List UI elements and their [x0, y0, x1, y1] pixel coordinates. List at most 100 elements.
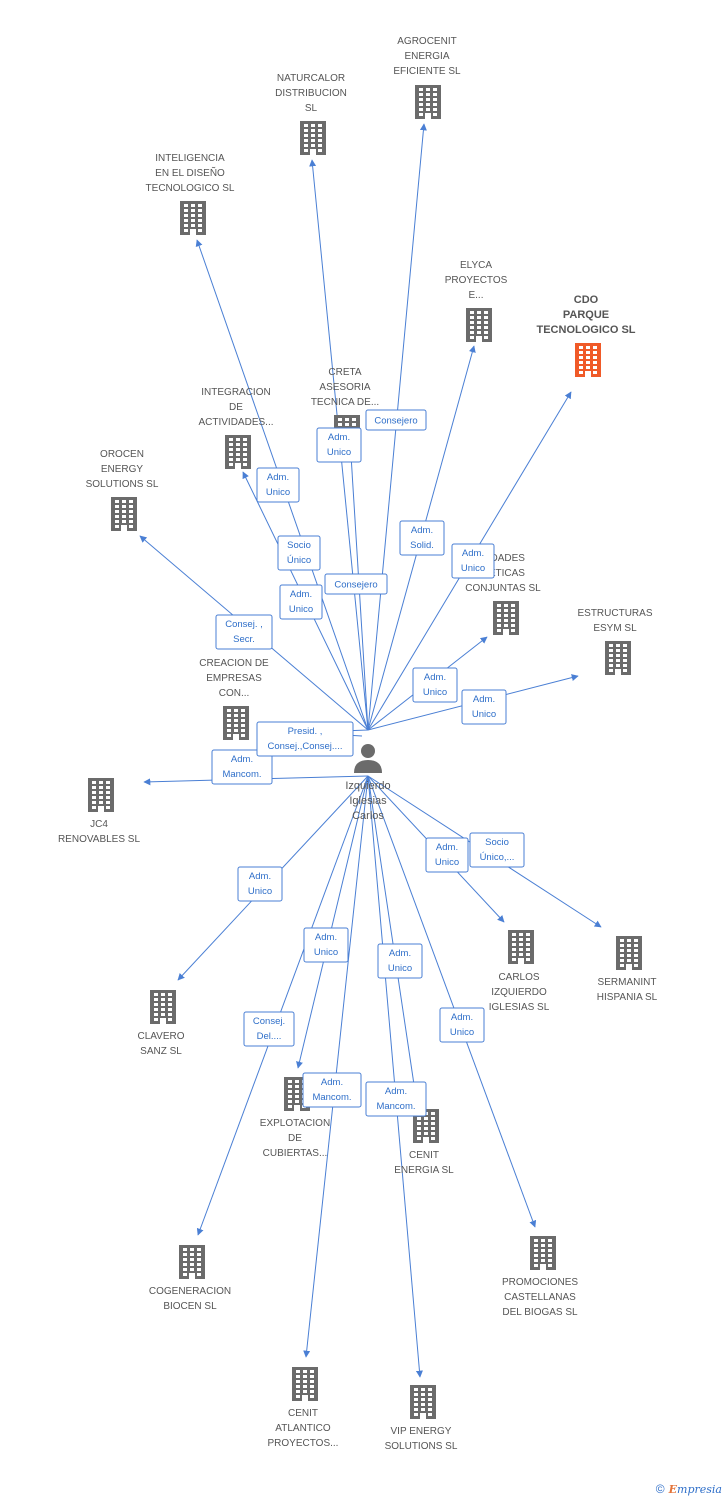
building-icon: [493, 601, 519, 635]
relation-label-box: [365, 409, 427, 431]
relation-label-carlos[interactable]: Adm.Unico: [425, 837, 469, 873]
building-icon: [150, 990, 176, 1024]
relation-label-estructuras[interactable]: Adm. Unico: [461, 689, 507, 725]
relation-label-orocen[interactable]: Consej. ,Secr.: [215, 614, 273, 650]
relation-role: Consejero: [374, 416, 417, 427]
relation-role-line: Unico: [472, 709, 496, 720]
company-name-line: RENOVABLES SL: [58, 834, 141, 845]
relation-label-promociones[interactable]: Adm.Unico: [439, 1007, 485, 1043]
relation-role-line: Adm.: [315, 932, 337, 943]
company-name-line: IGLESIAS SL: [489, 1002, 550, 1013]
relation-label-actividades[interactable]: Adm.Unico: [412, 667, 458, 703]
relation-label-cogeneracion[interactable]: Consej.Del....: [243, 1011, 295, 1047]
relation-label-presid[interactable]: Presid. ,Consej.,Consej....: [256, 721, 354, 757]
relation-label-creacion[interactable]: Adm.Unico: [279, 584, 323, 620]
relation-role: Adm. Unico: [472, 694, 496, 720]
relation-role: Adm.Unico: [450, 1012, 474, 1038]
relation-role-line: Adm.: [462, 548, 484, 559]
relation-label-agrocenit[interactable]: Consejero: [365, 409, 427, 431]
company-name-line: BIOCEN SL: [163, 1301, 217, 1312]
company-name-line: EFICIENTE SL: [393, 66, 461, 77]
relation-label-jc4[interactable]: Adm.Mancom.: [211, 749, 273, 785]
relation-role-line: Adm.: [385, 1086, 407, 1097]
company-name-line: JC4: [90, 819, 108, 830]
edge-promociones: [367, 775, 537, 1228]
relation-label-cdo[interactable]: Adm.Unico: [451, 543, 495, 579]
relation-label-box: [211, 749, 273, 785]
relation-label-creta[interactable]: Consejero: [324, 573, 388, 595]
relation-label-clavero[interactable]: Adm.Unico: [237, 866, 283, 902]
relation-role: Presid. ,Consej.,Consej....: [268, 726, 343, 752]
footer-brand[interactable]: ©Empresia: [656, 1482, 722, 1496]
company-name-line: ESTRUCTURAS: [577, 608, 652, 619]
relation-label-box: [316, 427, 362, 463]
edge-cogeneracion: [196, 775, 369, 1236]
company-name-line: VIDADES: [481, 553, 525, 564]
relation-role-line: Unico: [266, 487, 290, 498]
relation-role: Adm.Unico: [289, 589, 313, 615]
relation-label-integracion[interactable]: Adm.Unico: [256, 467, 300, 503]
relation-role-line: Adm.: [473, 694, 495, 705]
relation-label-vip[interactable]: Adm. Mancom.: [365, 1081, 427, 1117]
relation-label-cenit_energia[interactable]: Adm.Unico: [377, 943, 423, 979]
company-name-line: CRETA: [328, 367, 361, 378]
relation-role-line: Unico: [423, 687, 447, 698]
company-name-line: TECNOLOGICO SL: [537, 324, 636, 336]
company-name-line: CDO: [574, 294, 599, 306]
relation-label-elyca[interactable]: Adm.Solid.: [399, 520, 445, 556]
building-icon: [530, 1236, 556, 1270]
company-name-line: IZQUIERDO: [491, 987, 547, 998]
company-name-line: INTEGRACION: [201, 387, 270, 398]
relation-role: Adm.Mancom.: [312, 1077, 351, 1103]
person-name-line: Izquierdo: [345, 780, 390, 792]
relation-role-line: Mancom.: [222, 769, 261, 780]
person-icon: [354, 744, 382, 773]
company-name-line: GETICAS: [481, 568, 525, 579]
relation-label-cenit_atlantico[interactable]: Adm.Mancom.: [302, 1072, 362, 1108]
edge-cenit_energia: [367, 775, 419, 1099]
relation-role-line: Mancom.: [376, 1101, 415, 1112]
relation-label-naturcalor[interactable]: Adm.Unico: [316, 427, 362, 463]
relation-role-line: Consej.,Consej....: [268, 741, 343, 752]
relation-label-explotacion[interactable]: Adm.Unico: [303, 927, 349, 963]
company-name-line: DE: [229, 402, 243, 413]
company-name-line: ELYCA: [460, 260, 492, 271]
relation-label-box: [324, 573, 388, 595]
relation-role-line: Consejero: [374, 416, 417, 427]
copyright-icon: ©: [655, 1482, 665, 1496]
company-name-line: INTELIGENCIA: [155, 153, 225, 164]
relation-role: Adm.Unico: [461, 548, 485, 574]
